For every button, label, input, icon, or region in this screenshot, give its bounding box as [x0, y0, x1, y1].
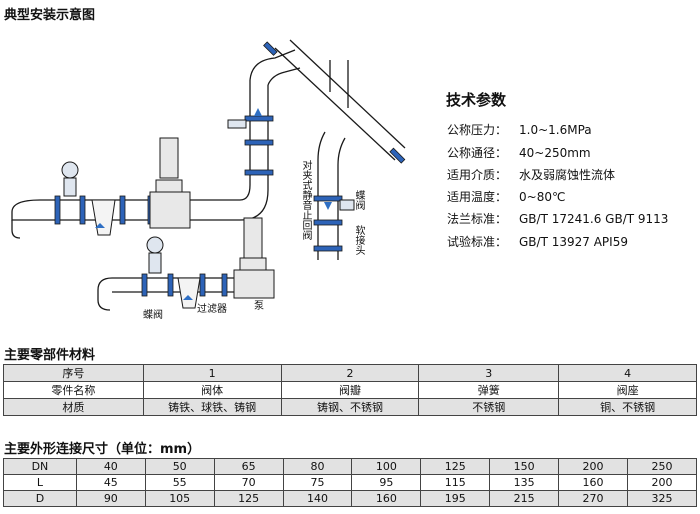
spec-row-medium: 适用介质：水及弱腐蚀性流体: [447, 168, 616, 182]
label-check-valve: 对夹式静音止回阀: [300, 160, 311, 240]
install-title: 典型安装示意图: [4, 8, 96, 23]
spec-row-flange: 法兰标准：GB/T 17241.6 GB/T 9113: [447, 212, 669, 226]
spec-row-test: 试验标准：GB/T 13927 API59: [447, 235, 628, 249]
table-row: 零件名称阀体阀瓣弹簧阀座: [3, 381, 697, 399]
spec-row-temperature: 适用温度：0~80℃: [447, 190, 566, 204]
dims-title: 主要外形连接尺寸（单位：mm）: [4, 442, 201, 457]
label-soft-joint: 软接头: [353, 225, 364, 255]
installation-diagram: [11, 39, 406, 311]
label-filter: 过滤器: [197, 304, 227, 315]
spec-row-pressure: 公称压力：1.0~1.6MPa: [447, 123, 592, 137]
label-butterfly-valve-2: 蝶阀: [353, 190, 364, 210]
parts-title: 主要零部件材料: [4, 348, 96, 363]
label-pump: 泵: [254, 301, 264, 312]
table-row: 材质铸铁、球铁、铸钢铸钢、不锈钢不锈钢铜、不锈钢: [3, 398, 697, 416]
label-butterfly-valve: 蝶阀: [143, 310, 163, 321]
spec-row-diameter: 公称通径：40~250mm: [447, 146, 591, 160]
specs-title: 技术参数: [446, 91, 507, 109]
